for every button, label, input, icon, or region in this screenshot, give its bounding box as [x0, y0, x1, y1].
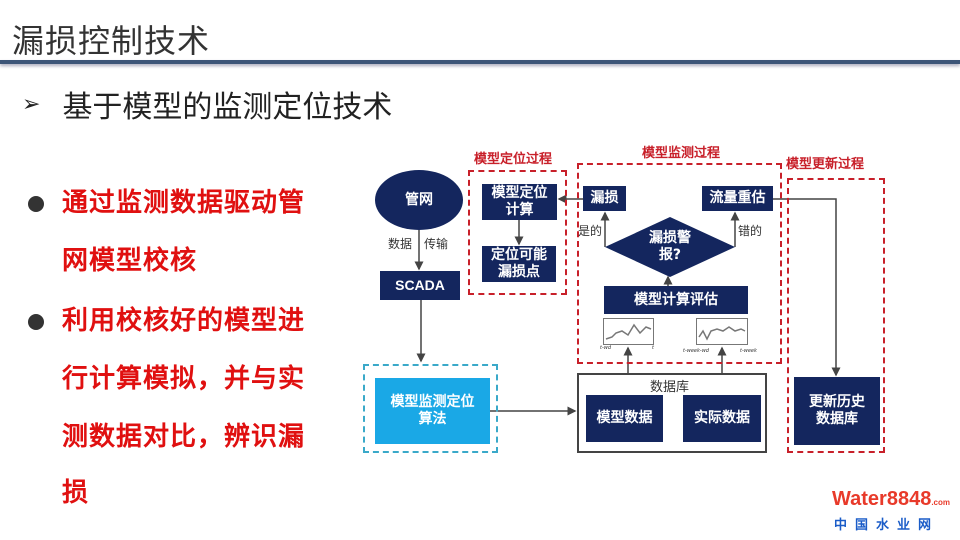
bullet-dot-icon — [28, 195, 44, 212]
flow-reestimate-node: 流量重估 — [702, 186, 773, 211]
bullet-dot-icon — [28, 313, 44, 330]
transfer-label: 传输 — [424, 237, 449, 251]
locate-calc-node: 模型定位计算 — [482, 184, 557, 220]
monitor-section-frame — [577, 163, 782, 364]
subtitle: ➢ 基于模型的监测定位技术 — [22, 82, 392, 126]
bullet-line: 通过监测数据驱动管 — [62, 188, 306, 218]
bullet-2: 利用校核好的模型进 — [28, 300, 305, 337]
pipe-network-node: 管网 — [405, 191, 433, 208]
chart1-start-label: t-wd — [600, 345, 612, 351]
logo-domain: .com — [931, 498, 950, 507]
model-eval-node: 模型计算评估 — [604, 286, 748, 314]
bullet-2-line-3: 测数据对比，辨识漏 — [62, 422, 306, 452]
page-title: 漏损控制技术 — [12, 22, 211, 60]
update-section-label: 模型更新过程 — [786, 157, 865, 172]
database-frame — [577, 373, 767, 453]
bullet-2-line-4: 损 — [62, 478, 90, 508]
bullet-1: 通过监测数据驱动管 — [28, 182, 305, 219]
arrow-bullet-icon: ➢ — [22, 91, 41, 117]
update-section-frame — [787, 178, 885, 453]
alarm-diamond — [605, 217, 735, 277]
bullet-1-line-2: 网模型校核 — [62, 246, 198, 276]
actual-data-node: 实际数据 — [683, 395, 761, 442]
chart2-end-label: t-week — [740, 348, 757, 354]
locate-points-node: 定位可能漏损点 — [482, 246, 556, 282]
mini-chart-1 — [603, 318, 654, 345]
database-label: 数据库 — [650, 380, 690, 395]
bullet-2-line-2: 行计算模拟，并与实 — [62, 364, 306, 394]
data-label: 数据 — [388, 237, 413, 251]
chart1-end-label: t — [652, 345, 654, 351]
logo-tagline: 中国水业网 — [834, 518, 940, 533]
leak-node: 漏损 — [583, 186, 626, 211]
monitor-section-label: 模型监测过程 — [642, 146, 721, 161]
locate-section-frame — [468, 170, 567, 295]
no-label: 错的 — [738, 224, 763, 238]
title-divider — [0, 60, 960, 64]
subtitle-text: 基于模型的监测定位技术 — [62, 90, 393, 125]
alarm-node-label: 漏损警报? — [649, 230, 691, 263]
logo-brand: Water8848 — [832, 488, 932, 510]
mini-chart-2 — [696, 318, 748, 345]
yes-label: 是的 — [578, 224, 603, 238]
logo: Water8848.com — [832, 488, 950, 511]
chart2-start-label: t-week-wd — [683, 348, 709, 354]
bullet-line: 利用校核好的模型进 — [62, 306, 306, 336]
update-db-node: 更新历史数据库 — [794, 377, 880, 445]
scada-node: SCADA — [380, 271, 460, 300]
algo-node: 模型监测定位算法 — [375, 378, 490, 444]
model-data-node: 模型数据 — [586, 395, 663, 442]
locate-section-label: 模型定位过程 — [474, 152, 553, 167]
algo-dashed-frame — [363, 364, 498, 453]
pipe-network-ellipse — [375, 170, 463, 230]
